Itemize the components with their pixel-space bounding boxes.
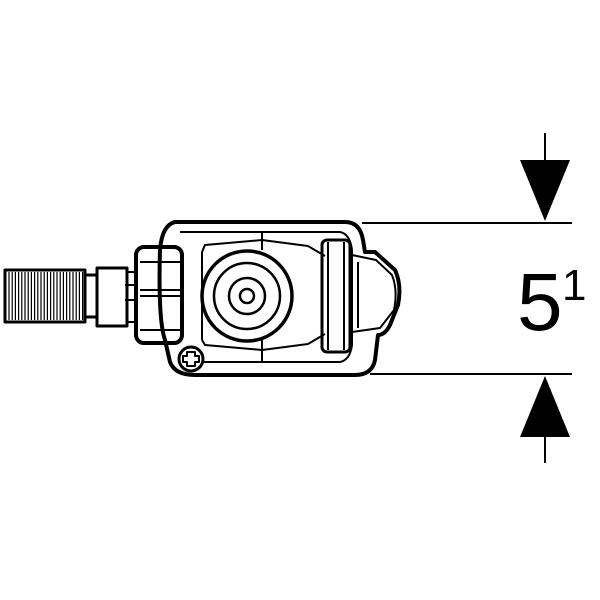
threaded-inlet bbox=[3, 268, 87, 324]
band-ribs bbox=[327, 242, 345, 350]
dimension-value: 5 bbox=[517, 257, 563, 348]
valve-housing bbox=[157, 220, 402, 377]
outlet-cap bbox=[351, 254, 397, 333]
float-valve-disc bbox=[200, 249, 294, 343]
ribbed-band bbox=[320, 238, 352, 354]
coupling-nut bbox=[134, 245, 184, 345]
arrow-down-icon bbox=[520, 160, 570, 221]
screw-icon bbox=[177, 345, 205, 373]
dimension-superscript: 1 bbox=[562, 261, 586, 310]
valve-body bbox=[201, 232, 326, 362]
nut-facets bbox=[140, 261, 180, 331]
arrow-up-icon bbox=[520, 376, 570, 437]
inlet-collar bbox=[85, 266, 129, 328]
